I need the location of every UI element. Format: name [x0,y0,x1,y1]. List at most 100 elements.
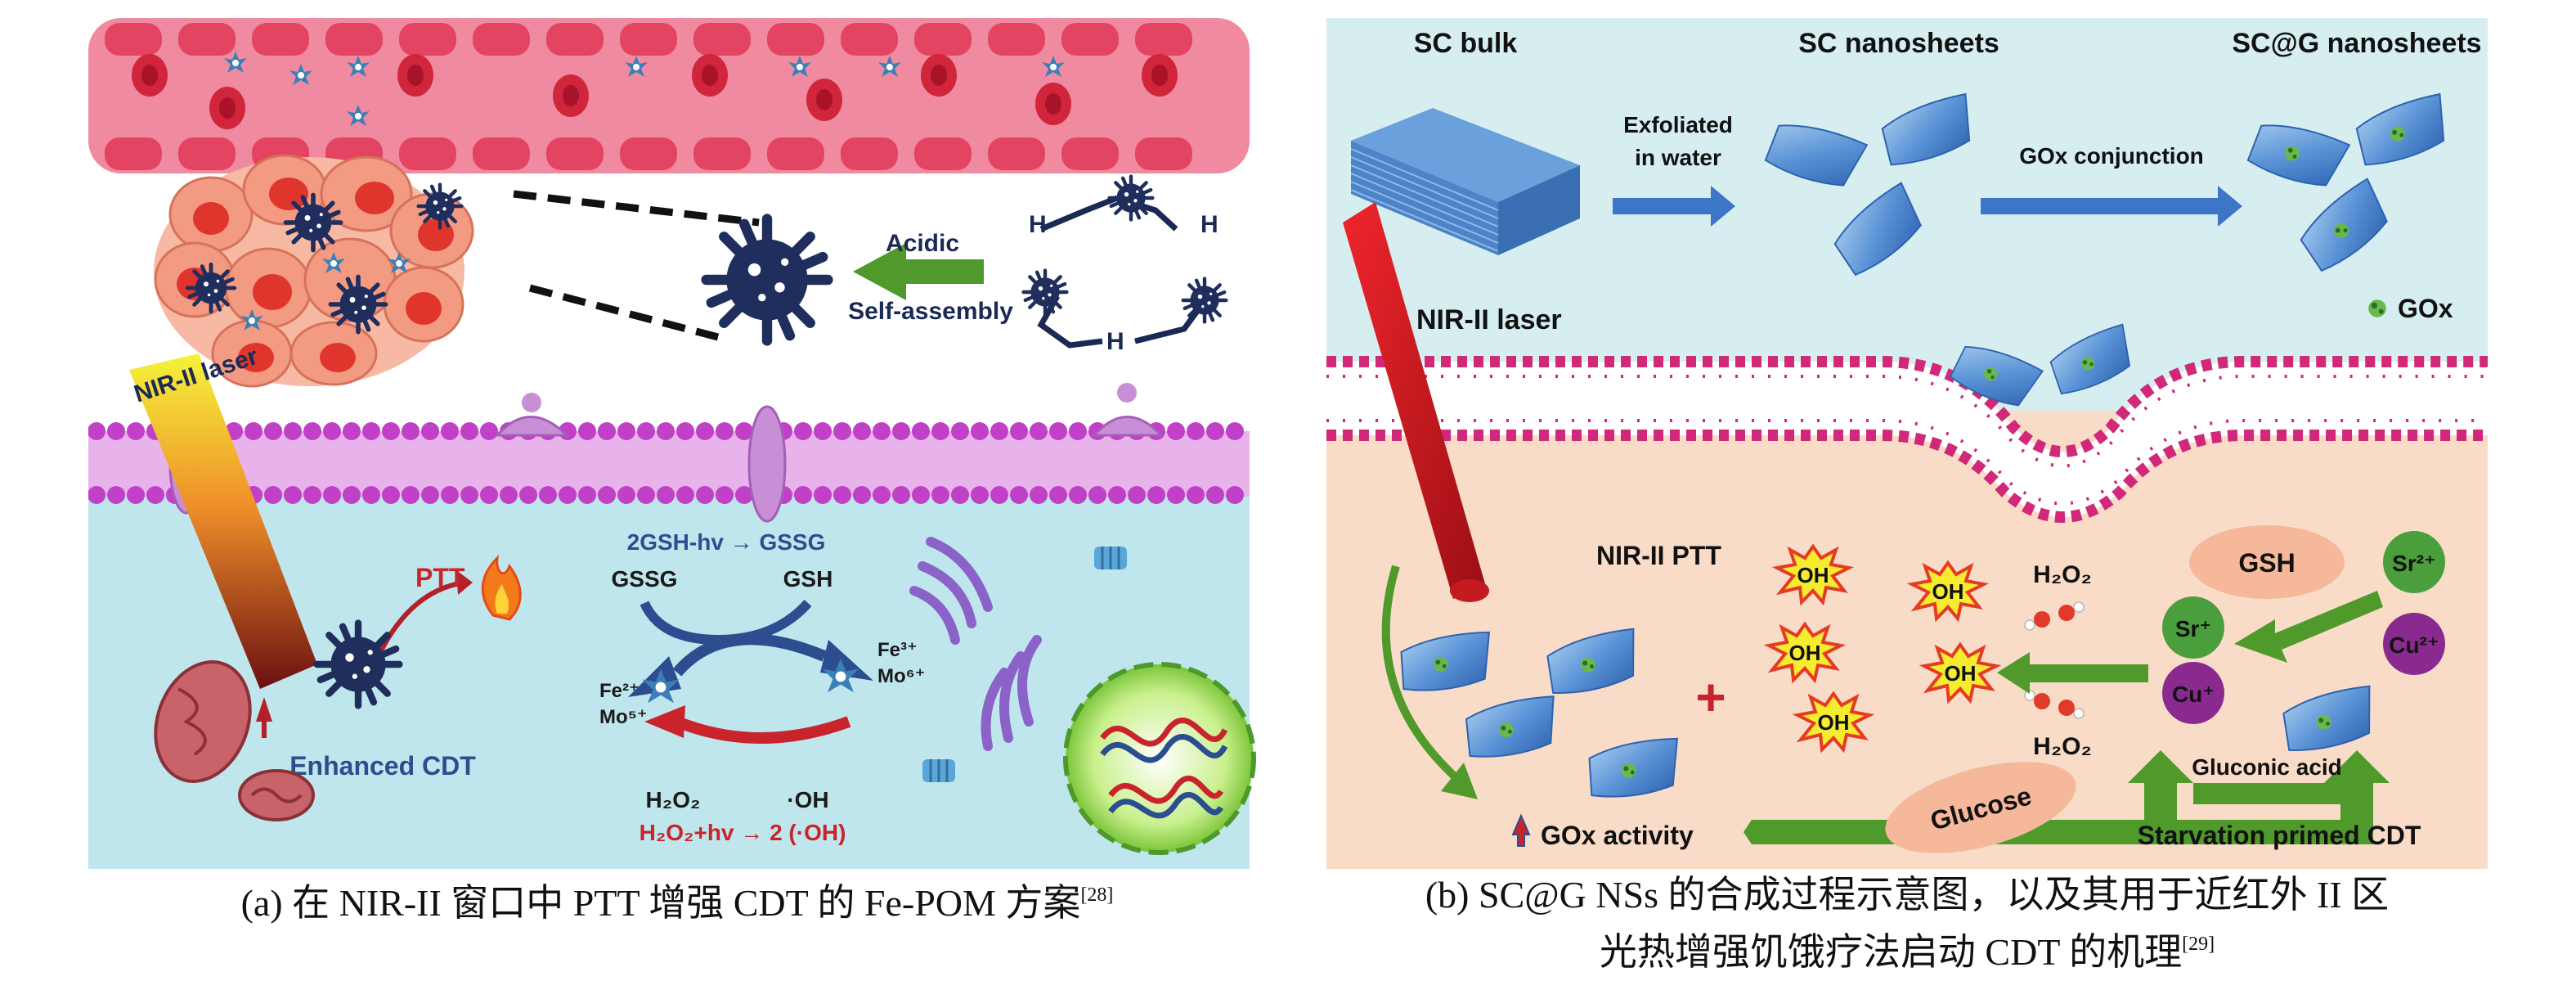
oh-label-5: OH [1818,710,1850,735]
sc-bulk-label: SC bulk [1414,28,1518,59]
cu1-ion [2162,662,2224,724]
exfoliation-arrow [1613,186,1735,227]
monomer-3 [1183,279,1227,322]
cu1-label: Cu⁺ [2172,682,2215,707]
sr2-ion [2383,531,2445,593]
blue-cycle-arrowhead-right [820,640,873,681]
red-cycle-arrowhead [644,705,685,738]
zoom-lines [513,190,760,341]
oh-label-4: OH [1945,661,1977,686]
nir-laser-beam [129,353,317,689]
ptt-curve-arrowhead [1441,763,1478,799]
pathway-right-bar [2161,820,2357,844]
oh-label-3: OH [1789,641,1821,665]
sc-nanosheets-label: SC nanosheets [1798,28,1999,59]
acidic-label: Acidic [886,230,959,257]
reduction-arrow [2234,591,2383,663]
h2o2-molecule-bottom [2024,690,2085,719]
large-nanoparticle [707,219,828,341]
starvation-cdt-label: Starvation primed CDT [2138,821,2421,850]
golgi-apparatus [909,537,1042,751]
sr1-ion [2162,596,2224,659]
exfoliated-label-1: Exfoliated [1623,112,1733,137]
gsh-reaction-label: 2GSH-hv → GSSG [627,529,826,555]
tumor-cell-cluster [154,154,474,388]
h-label-1: H [1029,211,1047,238]
ptt-arrowhead [456,570,473,595]
gsh-label-b: GSH [2238,548,2295,578]
gssg-label: GSSG [612,566,678,592]
caption-a-ref: [28] [1080,884,1114,906]
panel-b-diagram: SC bulk SC nanosheets SC@G nanosheets Ex… [1326,18,2488,869]
glucose-ellipse [1885,762,2076,853]
gox-conjunction-arrow [1981,186,2242,227]
vessel-wall-cells [105,23,1192,170]
gox-legend-label: GOx [2398,294,2453,323]
monomer-chain [1037,195,1205,349]
h-label-3: H [1106,328,1124,355]
ptt-label: PTT [415,563,465,592]
caption-b-line1: (b) SC@G NSs 的合成过程示意图，以及其用于近红外 II 区 [1425,874,2390,916]
h2o2-reaction-label: H₂O₂+hv → 2 (·OH) [640,820,846,845]
nir-laser-label-b: NIR-II laser [1416,304,1562,335]
nir-ptt-label: NIR-II PTT [1596,541,1721,570]
ion-channel-icons [922,547,1127,782]
plus-sign: + [1695,668,1726,727]
sr1-label: Sr⁺ [2175,616,2211,641]
laser-tip [1450,579,1489,602]
exfoliated-label-2: in water [1635,145,1721,170]
scg-nanosheets-label: SC@G nanosheets [2232,28,2481,59]
fe2-label: Fe²⁺ [599,680,640,702]
enhanced-cdt-label: Enhanced CDT [289,751,476,781]
sc-bulk-block [1350,108,1580,255]
gluconic-connector [2193,783,2340,804]
cu2-label: Cu²⁺ [2389,632,2439,658]
cu2-ion [2383,613,2445,675]
mo5-label: Mo⁵⁺ [599,706,648,728]
cell-nanoparticle [317,623,400,706]
blood-vessel [88,18,1250,173]
enhanced-cdt-arrowhead [256,697,272,722]
oh-label: ·OH [787,787,828,812]
caption-b: (b) SC@G NSs 的合成过程示意图，以及其用于近红外 II 区光热增强饥… [1326,871,2488,977]
flame-inner-icon [495,584,509,614]
h2o2-molecule-top [2024,601,2085,631]
cdt-up-arrow [2324,750,2390,844]
ptt-curve-arrow [1381,565,1461,782]
caption-b-line2: 光热增强饥饿疗法启动 CDT 的机理 [1599,931,2183,973]
caption-b-ref: [29] [2182,934,2215,955]
oh-label-2: OH [1932,579,1964,604]
mitochondria [154,660,315,821]
gox-activity-label: GOx activity [1541,821,1694,850]
monomer-1 [1110,177,1153,220]
panel-a-diagram: Acidic Self-assembly H H H [88,18,1266,869]
caption-a-text: (a) 在 NIR-II 窗口中 PTT 增强 CDT 的 Fe-POM 方案 [240,882,1081,924]
h2o2-label-top: H₂O₂ [2033,561,2092,588]
self-assembly-label: Self-assembly [848,298,1013,325]
gox-legend-icon [2368,299,2386,317]
gox-conjunction-label: GOx conjunction [2019,143,2204,169]
up-arrow-icon [1511,813,1531,847]
gluconic-acid-label: Gluconic acid [2192,754,2342,780]
cell-membrane-b [1326,356,2488,523]
acidic-arrow [853,243,984,300]
h-label-2: H [1200,211,1218,238]
gsh-ellipse [2189,525,2345,599]
red-cycle-arrow [675,716,851,744]
mo6-label: Mo⁶⁺ [877,665,925,687]
nucleus [1063,662,1256,855]
fe3-label: Fe³⁺ [877,639,918,661]
oh-label-1: OH [1797,563,1829,587]
panel-b-svg: SC bulk SC nanosheets SC@G nanosheets Ex… [1326,18,2488,869]
cell-membrane-a [88,383,1250,523]
blue-cycle-arrow [672,633,827,677]
monomer-2 [1024,271,1067,314]
caption-a: (a) 在 NIR-II 窗口中 PTT 增强 CDT 的 Fe-POM 方案[… [88,871,1266,928]
panel-a-svg: Acidic Self-assembly H H H [88,18,1256,869]
ptt-arrow [372,580,465,666]
fenton-arrow [1997,652,2148,694]
h2o2-label-bottom: H₂O₂ [2033,733,2092,760]
h2o2-label: H₂O₂ [646,787,701,812]
sr2-label: Sr²⁺ [2392,551,2436,576]
gsh-label: GSH [783,566,833,592]
